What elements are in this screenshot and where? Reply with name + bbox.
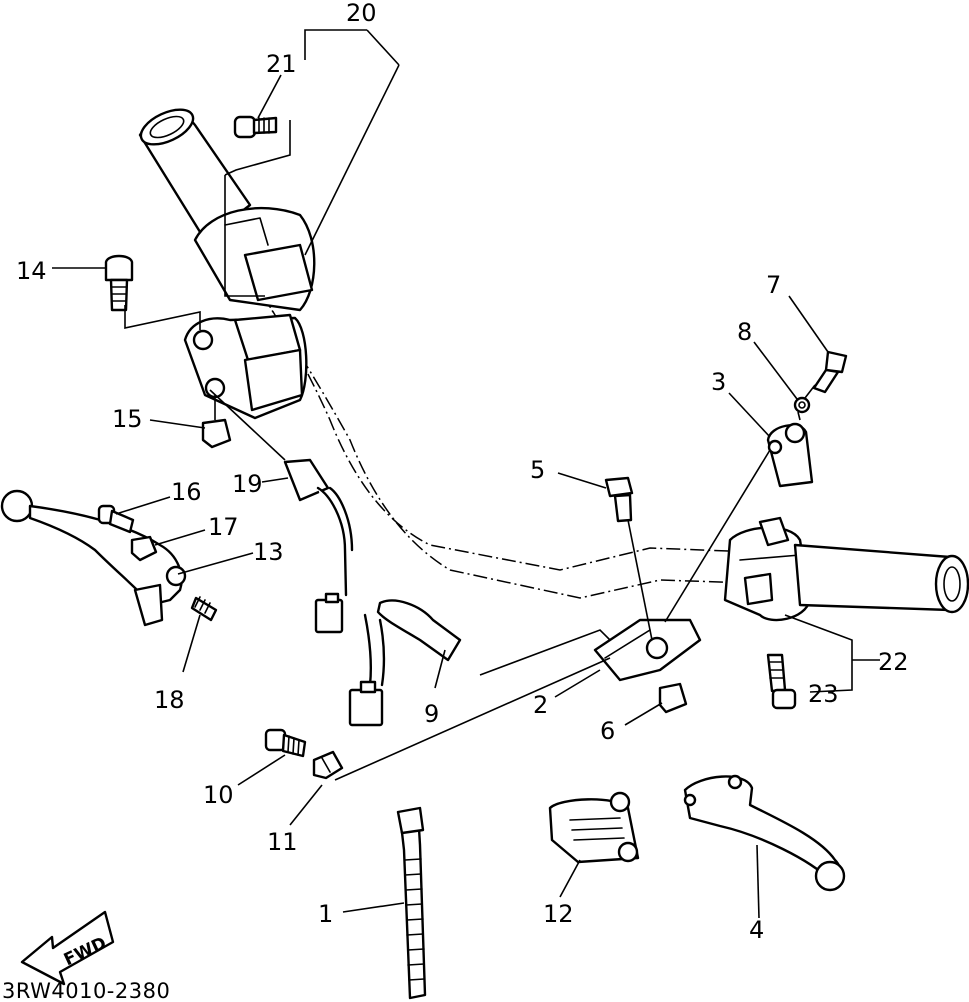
- callout-5: 5: [530, 456, 545, 484]
- callout-2: 2: [533, 691, 548, 719]
- cable-band-1: [396, 806, 427, 1000]
- callout-labels: 20 21 14 7 8 3 15 5 19 16 17 13 22 18 2 …: [16, 0, 909, 944]
- nut-11: [312, 750, 344, 780]
- callout-1: 1: [318, 900, 333, 928]
- screw-7: [812, 350, 848, 394]
- callout-14: 14: [16, 257, 47, 285]
- assembly-lines: [124, 64, 816, 781]
- bolt-16: [97, 504, 135, 534]
- drawing-code: 3RW4010-2380: [2, 979, 170, 1002]
- nut-6: [658, 682, 688, 714]
- callout-12: 12: [543, 900, 574, 928]
- callout-17: 17: [208, 513, 239, 541]
- right-grip: [793, 543, 969, 614]
- callout-22: 22: [878, 648, 909, 676]
- callout-19: 19: [232, 470, 263, 498]
- callout-9: 9: [424, 700, 439, 728]
- brake-bracket-2: [593, 618, 702, 682]
- nut-15: [201, 418, 232, 449]
- screw-23: [766, 653, 797, 710]
- callout-4: 4: [749, 916, 764, 944]
- clutch-lever-13: [0, 489, 187, 627]
- callout-8: 8: [737, 318, 752, 346]
- callout-13: 13: [253, 538, 284, 566]
- screw-10: [264, 728, 307, 758]
- brake-lever-4: [683, 774, 846, 892]
- callout-20: 20: [346, 0, 377, 27]
- front-brake-switch-9: [348, 599, 462, 727]
- washer-8: [793, 396, 811, 414]
- callout-7: 7: [766, 271, 781, 299]
- clamp-3: [766, 422, 814, 488]
- screw-21: [233, 115, 278, 139]
- bolt-5: [604, 476, 634, 523]
- spring-18: [190, 596, 218, 622]
- callout-leaders: [52, 29, 880, 919]
- clutch-switch-19: [283, 458, 354, 634]
- callout-18: 18: [154, 686, 185, 714]
- clamp-12: [548, 791, 640, 864]
- fwd-arrow-icon: FWD: [20, 910, 115, 986]
- bolt-14: [104, 254, 134, 312]
- left-handlebar-switch: [193, 206, 316, 312]
- callout-11: 11: [267, 828, 298, 856]
- callout-3: 3: [711, 368, 726, 396]
- callout-23: 23: [808, 680, 839, 708]
- nut-17: [130, 535, 158, 562]
- callout-16: 16: [171, 478, 202, 506]
- callout-10: 10: [203, 781, 234, 809]
- left-grip: [138, 108, 252, 242]
- switch-housing-lower: [183, 313, 308, 420]
- callout-15: 15: [112, 405, 143, 433]
- callout-6: 6: [600, 717, 615, 745]
- right-handlebar-switch-22: [723, 516, 812, 622]
- callout-21: 21: [266, 50, 297, 78]
